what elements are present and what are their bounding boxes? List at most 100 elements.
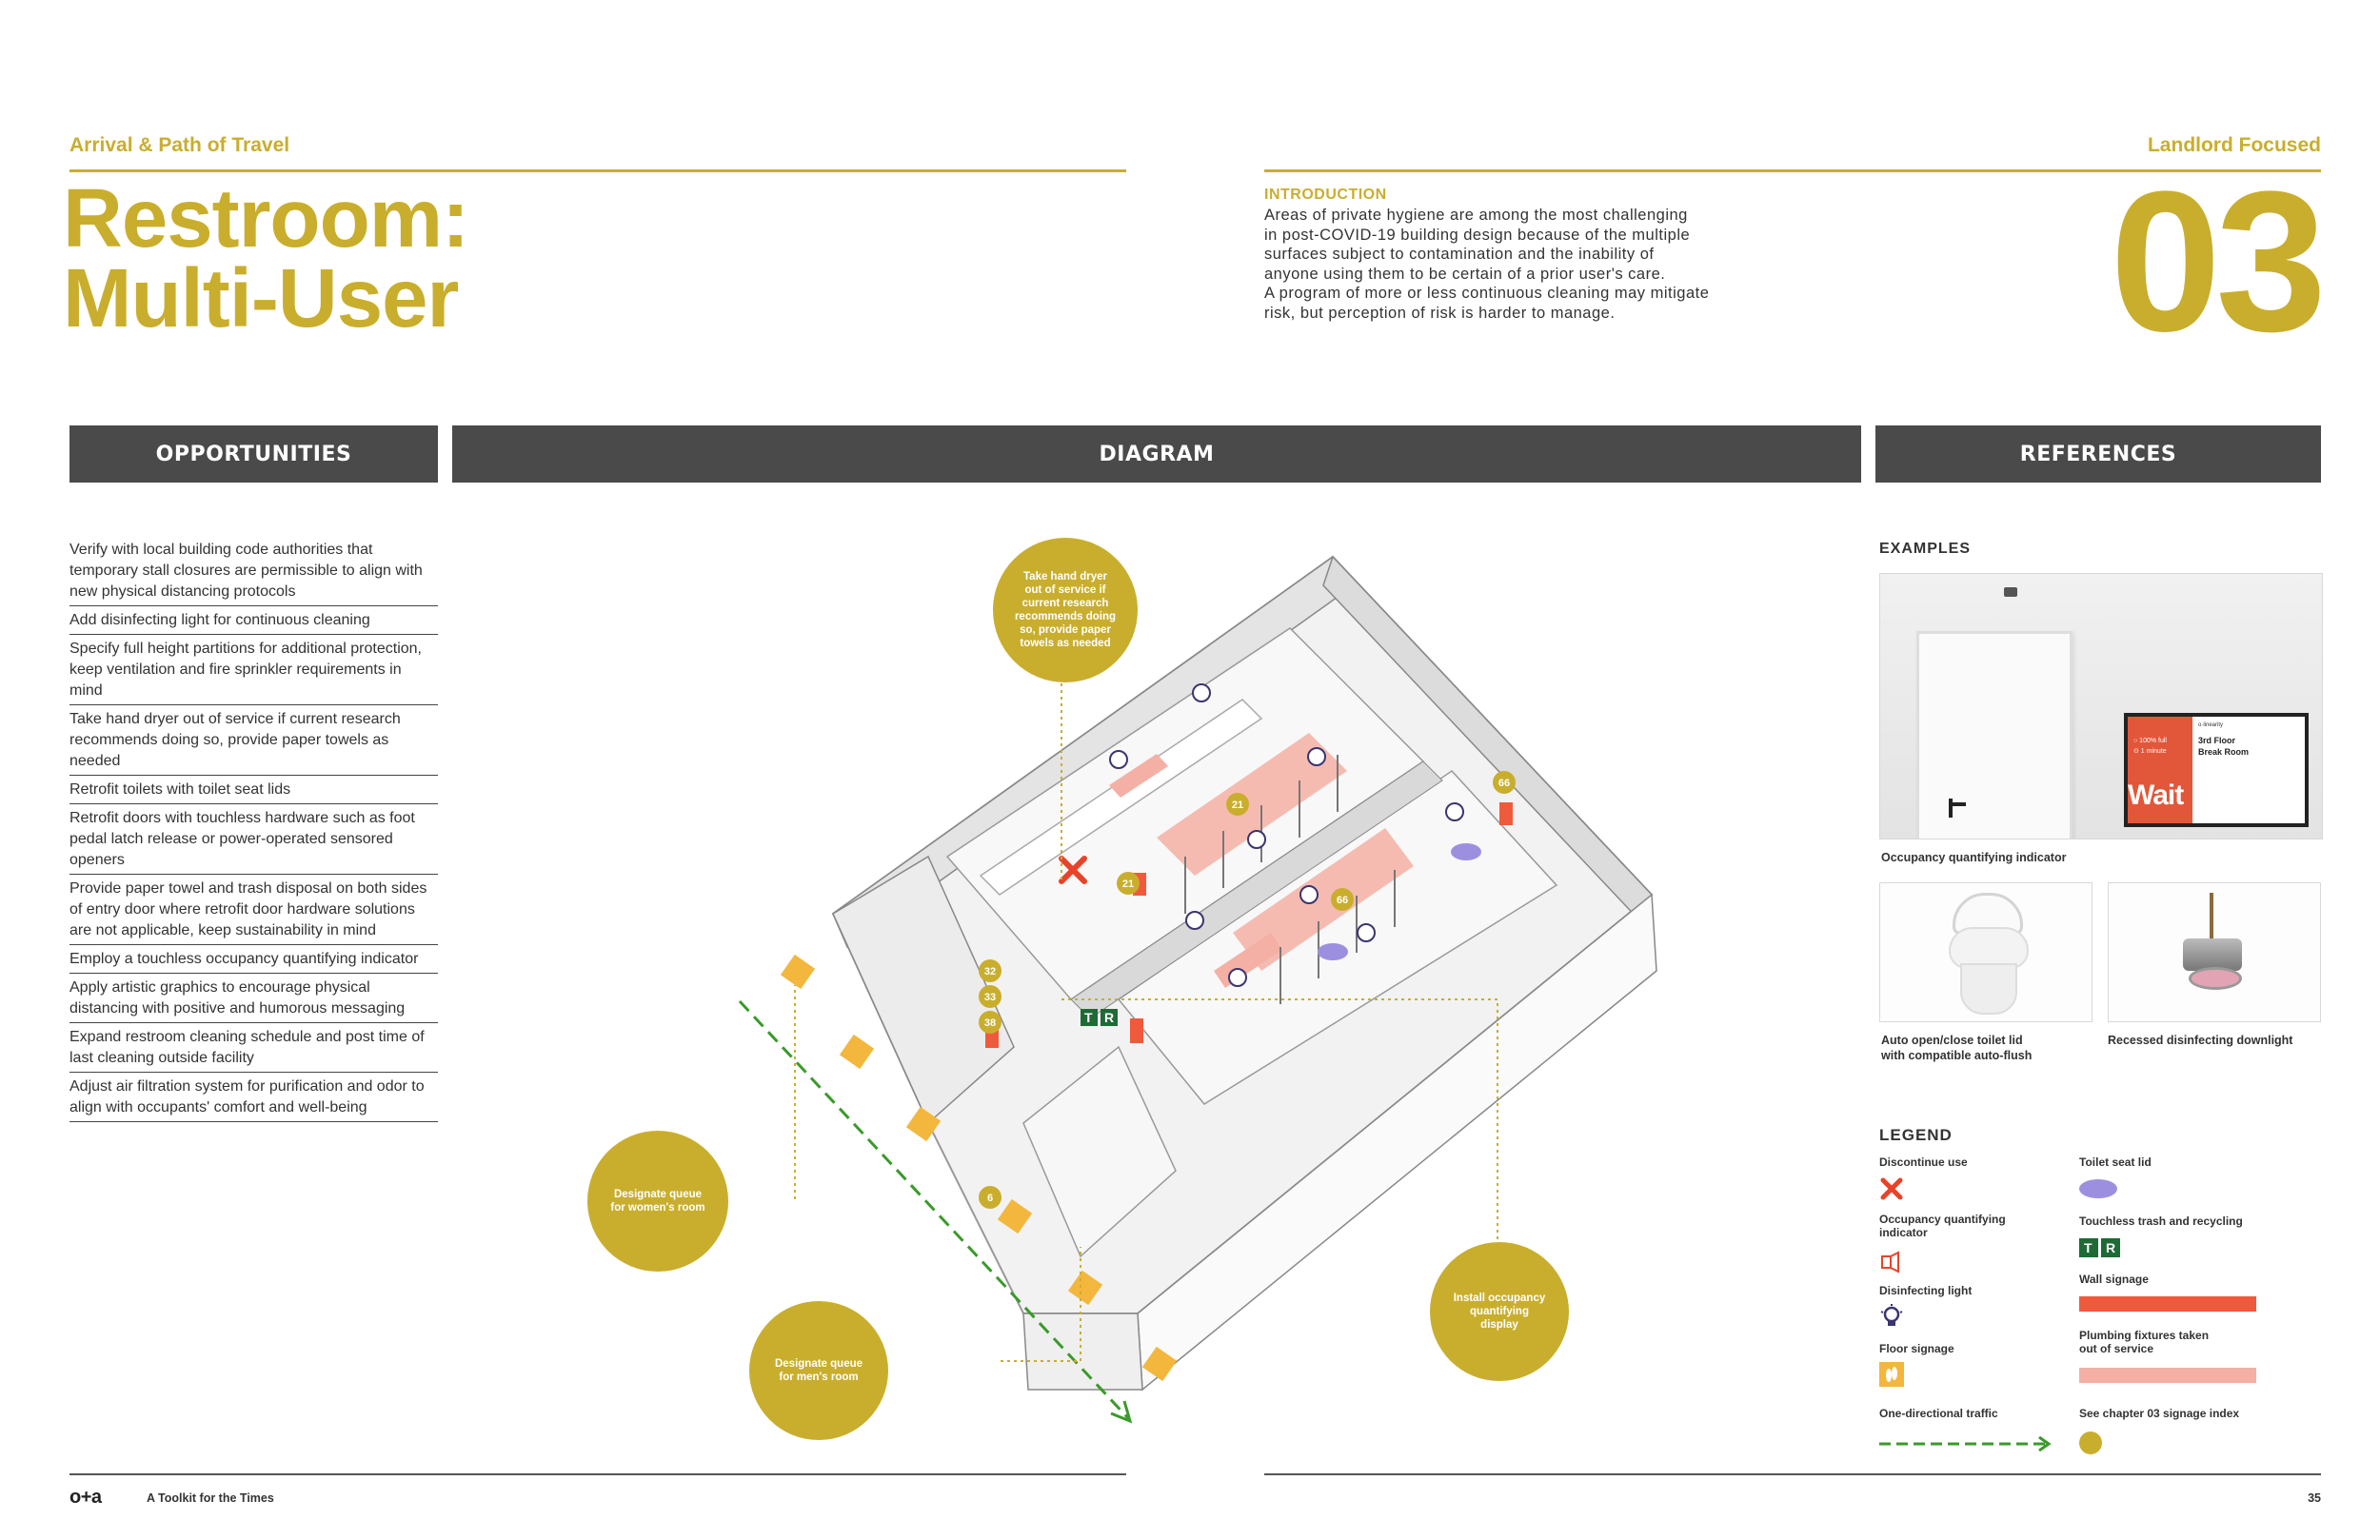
marker-label: 33 — [984, 992, 996, 1003]
legend-chapter-index-label: See chapter 03 signage index — [2079, 1407, 2240, 1420]
door-handle-plate — [1949, 799, 1953, 818]
occupancy-screen: ○ 100% full ⊙ 1 minute Wait o·linearity … — [2124, 713, 2309, 827]
disinfecting-light-icons — [1109, 683, 1464, 987]
references-header: REFERENCES — [1875, 425, 2321, 483]
page-number: 35 — [2308, 1491, 2321, 1505]
leader-lines — [794, 657, 1498, 1362]
page-title-line1: Restroom: — [63, 172, 469, 265]
list-item: Adjust air filtration system for purific… — [69, 1073, 438, 1122]
disinfecting-downlight-photo — [2108, 882, 2321, 1022]
intro-body: Areas of private hygiene are among the m… — [1264, 206, 1797, 323]
wall-signage — [1499, 802, 1513, 825]
trash-letter: T — [1084, 1010, 1093, 1025]
header-rule-right — [1264, 169, 2321, 172]
diagram-header: DIAGRAM — [452, 425, 1861, 483]
door-handle — [1951, 802, 1966, 806]
page-title-line2: Multi-User — [63, 252, 459, 345]
screen-room-subtitle: Break Room — [2198, 747, 2250, 757]
legend-discontinue-label: Discontinue use — [1879, 1155, 1968, 1169]
trash-bin — [1081, 1009, 1098, 1026]
marker-label: 6 — [987, 1193, 993, 1204]
legend-plumbing-label: Plumbing fixtures taken out of service — [2079, 1329, 2210, 1355]
list-item: Apply artistic graphics to encourage phy… — [69, 974, 438, 1023]
footer-rule-right — [1264, 1473, 2321, 1475]
list-item: Employ a touchless occupancy quantifying… — [69, 945, 438, 974]
traffic-arrow — [738, 999, 1133, 1424]
legend-occupancy-label: Occupancy quantifying indicator — [1879, 1213, 2006, 1239]
footer-publication: A Toolkit for the Times — [147, 1491, 274, 1505]
list-item: Expand restroom cleaning schedule and po… — [69, 1023, 438, 1073]
list-item: Provide paper towel and trash disposal o… — [69, 875, 438, 945]
list-item: Retrofit doors with touchless hardware s… — [69, 804, 438, 875]
list-item: Verify with local building code authorit… — [69, 536, 438, 606]
callout-queue-women: Designate queue for women's room — [587, 1131, 728, 1272]
footer-logo: o+a — [69, 1487, 102, 1508]
out-of-service-stall — [1157, 733, 1347, 876]
toilet-seat-lid-icon — [2079, 1179, 2117, 1198]
legend-traffic-label: One-directional traffic — [1879, 1407, 1998, 1420]
restroom-isometric-diagram: T R 21 21 66 66 32 33 38 6 — [738, 555, 1657, 1424]
marker-bubbles — [979, 771, 1516, 1209]
toilet-base — [1960, 963, 2017, 1015]
intro-line: Areas of private hygiene are among the m… — [1264, 207, 1688, 224]
recycling-bin — [1101, 1009, 1118, 1026]
chapter-number: 03 — [2110, 149, 2327, 373]
plumbing-out-of-service-swatch — [2079, 1368, 2256, 1383]
floor-signage-icon — [1879, 1362, 1904, 1387]
focus-label: Landlord Focused — [2147, 134, 2321, 156]
toilet-seat-lid-icon — [1451, 843, 1481, 860]
callout-occupancy-display: Install occupancy quantifying display — [1430, 1242, 1569, 1381]
downlight-stem — [2210, 893, 2213, 940]
legend-touchless-trash-label: Touchless trash and recycling — [2079, 1214, 2243, 1228]
downlight-lens — [2189, 967, 2242, 990]
occupancy-indicator-photo: ○ 100% full ⊙ 1 minute Wait o·linearity … — [1879, 573, 2323, 839]
out-of-service-stall — [1233, 828, 1414, 971]
auto-toilet-photo — [1879, 882, 2092, 1022]
legend-disinfecting-label: Disinfecting light — [1879, 1284, 1973, 1297]
list-item: Specify full height partitions for addit… — [69, 635, 438, 705]
out-of-service-sink — [1109, 754, 1168, 798]
disinfecting-downlight-caption: Recessed disinfecting downlight — [2108, 1034, 2293, 1047]
screen-status-full: ○ 100% full — [2133, 738, 2167, 744]
legend-floor-signage-label: Floor signage — [1879, 1342, 1954, 1355]
examples-heading: EXAMPLES — [1879, 541, 1972, 557]
wall-signage-swatch — [2079, 1296, 2256, 1312]
intro-line: anyone using them to be certain of a pri… — [1264, 265, 1666, 283]
intro-heading: INTRODUCTION — [1264, 187, 1387, 203]
legend-seat-lid-label: Toilet seat lid — [2079, 1155, 2152, 1169]
section-label: Arrival & Path of Travel — [69, 134, 290, 156]
recycling-letter: R — [2106, 1240, 2115, 1255]
screen-room-title: 3rd Floor — [2198, 736, 2236, 745]
trash-letter: T — [2084, 1240, 2092, 1255]
callout-queue-men: Designate queue for men's room — [749, 1301, 888, 1440]
page-title: Restroom: Multi-User — [63, 172, 469, 345]
front-wall-left — [1022, 1313, 1143, 1391]
door-frame — [1916, 631, 2073, 839]
downlight-housing — [2183, 938, 2242, 971]
chapter-index-marker — [2079, 1431, 2102, 1454]
screen-wait-word: Wait — [2128, 780, 2184, 811]
marker-label: 66 — [1337, 895, 1348, 906]
opportunities-list: Verify with local building code authorit… — [69, 536, 438, 1122]
occupancy-indicator-caption: Occupancy quantifying indicator — [1881, 851, 2067, 864]
list-item: Take hand dryer out of service if curren… — [69, 705, 438, 776]
marker-label: 32 — [984, 966, 996, 977]
list-item: Add disinfecting light for continuous cl… — [69, 606, 438, 635]
occupancy-indicator-icon — [1879, 1251, 1902, 1278]
marker-label: 21 — [1122, 879, 1134, 890]
intro-line: risk, but perception of risk is harder t… — [1264, 304, 1616, 322]
discontinue-icon — [1059, 856, 1087, 884]
marker-label: 38 — [984, 1017, 996, 1029]
intro-line: in post-COVID-19 building design because… — [1264, 226, 1691, 244]
intro-line: surfaces subject to contamination and th… — [1264, 246, 1655, 263]
toilet-seat-lid-icon — [1318, 943, 1348, 960]
traffic-arrow-icon — [1879, 1435, 2056, 1457]
wall-signage — [1130, 1018, 1143, 1043]
floor-signage-icons — [780, 954, 1178, 1382]
screen-status-time: ⊙ 1 minute — [2133, 748, 2167, 755]
opportunities-header: OPPORTUNITIES — [69, 425, 438, 483]
list-item: Retrofit toilets with toilet seat lids — [69, 776, 438, 804]
header-rule-left — [69, 169, 1126, 172]
legend-heading: LEGEND — [1879, 1126, 1953, 1144]
